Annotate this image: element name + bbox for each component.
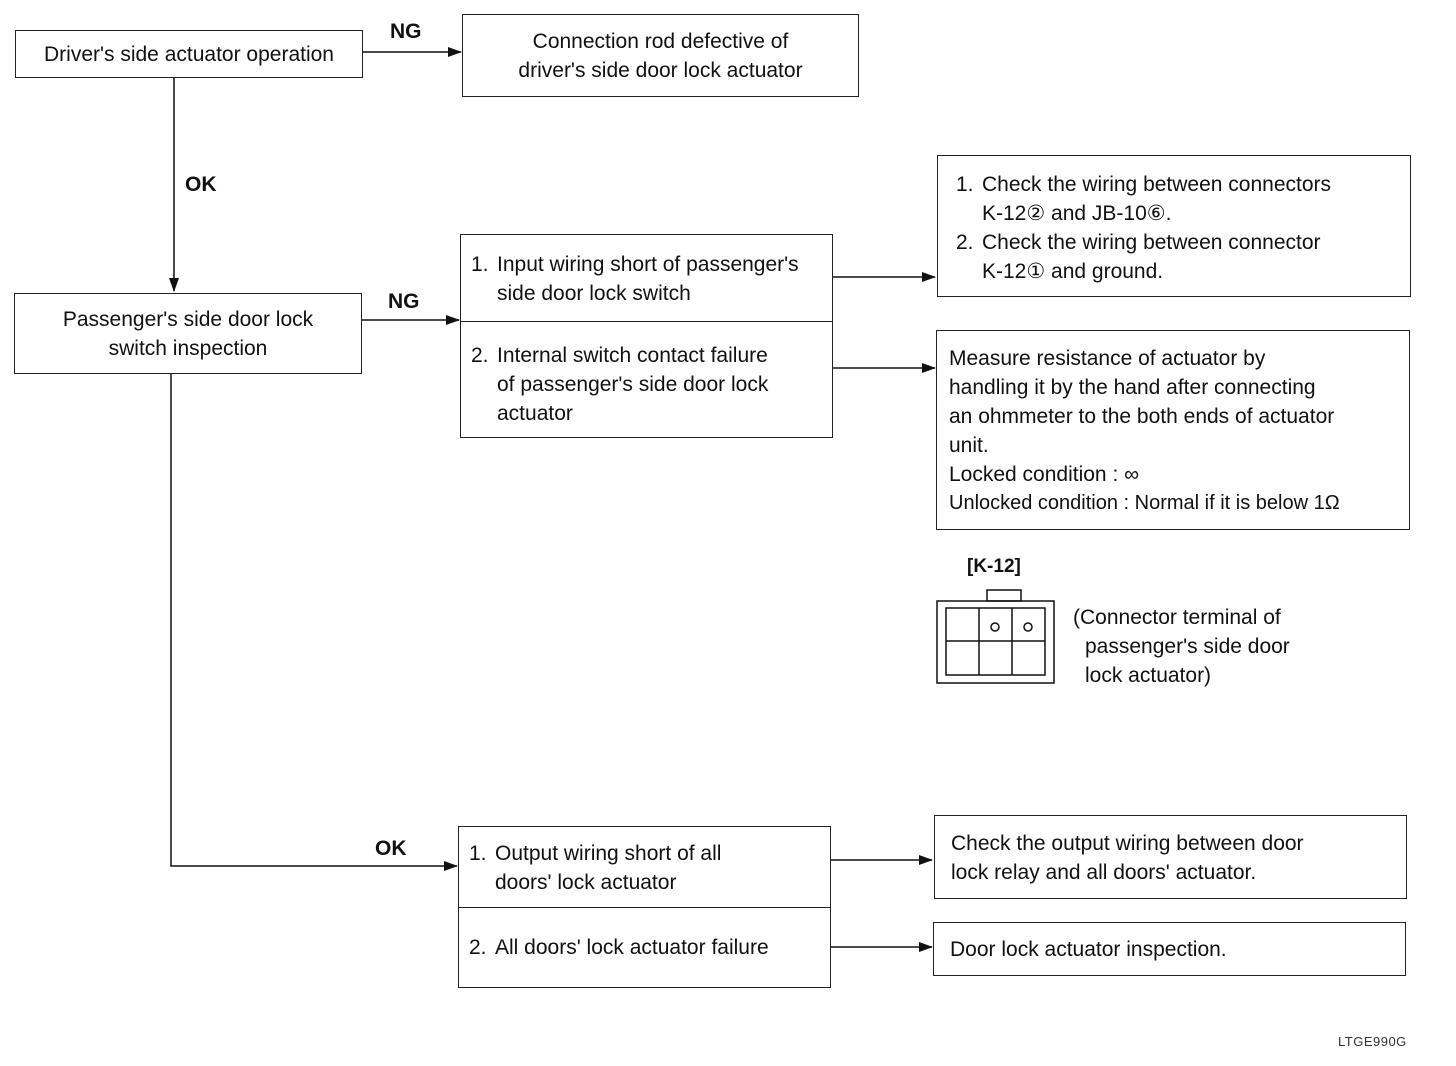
- check-wiring-item-1-number: 1.: [956, 173, 974, 196]
- measure-line-4: unit.: [949, 434, 989, 457]
- output-cause-item-1: 1. Output wiring short of all doors' loc…: [469, 839, 828, 897]
- check-wiring-box: 1. Check the wiring between connectors K…: [937, 155, 1411, 297]
- output-cause-item-2-number: 2.: [469, 936, 487, 959]
- output-cause-item-1-number: 1.: [469, 842, 487, 865]
- connector-caption-line-2: passenger's side door: [1085, 635, 1290, 658]
- passenger-causes-box: 1. Input wiring short of passenger's sid…: [460, 234, 833, 438]
- passenger-switch-line-2: switch inspection: [108, 336, 268, 360]
- cause-item-2-line-1: Internal switch contact failure: [497, 344, 768, 367]
- check-output-line-2: lock relay and all doors' actuator.: [951, 861, 1257, 884]
- ok-label-2: OK: [375, 837, 407, 860]
- connector-title: [K-12]: [967, 556, 1021, 577]
- actuator-inspection-text: Door lock actuator inspection.: [950, 937, 1227, 961]
- cause-divider: [461, 321, 832, 322]
- check-wiring-item-2-line-1: Check the wiring between connector: [982, 231, 1321, 254]
- ng-label-2: NG: [388, 290, 420, 313]
- connection-rod-box: Connection rod defective of driver's sid…: [462, 14, 859, 97]
- connector-caption: (Connector terminal of passenger's side …: [1073, 603, 1290, 690]
- cause-item-1-line-2: side door lock switch: [497, 282, 691, 305]
- output-causes-box: 1. Output wiring short of all doors' loc…: [458, 826, 831, 988]
- connector-caption-line-1: (Connector terminal of: [1073, 606, 1281, 629]
- cause-item-1: 1. Input wiring short of passenger's sid…: [471, 250, 830, 308]
- check-wiring-item-2-line-2: K-12① and ground.: [982, 260, 1164, 283]
- check-wiring-item-1-line-2: K-12② and JB-10⑥.: [982, 202, 1172, 225]
- check-wiring-item-2-number: 2.: [956, 231, 974, 254]
- arrow-passswitch-to-cause2: [170, 374, 458, 871]
- check-output-text: Check the output wiring between door loc…: [951, 829, 1304, 887]
- output-cause-item-2: 2. All doors' lock actuator failure: [469, 933, 828, 962]
- ok-label-1: OK: [185, 173, 217, 196]
- passenger-switch-line-1: Passenger's side door lock: [62, 307, 314, 331]
- cause-item-2-line-3: actuator: [497, 402, 573, 425]
- measure-line-2: handling it by the hand after connecting: [949, 376, 1316, 399]
- passenger-switch-inspection-box: Passenger's side door lock switch inspec…: [14, 293, 362, 374]
- check-wiring-item-1-line-1: Check the wiring between connectors: [982, 173, 1332, 196]
- check-output-wiring-box: Check the output wiring between door loc…: [934, 815, 1407, 899]
- cause-item-1-line-1: Input wiring short of passenger's: [497, 253, 799, 276]
- cause-item-2-number: 2.: [471, 344, 489, 367]
- cause-item-2-line-2: of passenger's side door lock: [497, 373, 769, 396]
- measure-resistance-box: Measure resistance of actuator by handli…: [936, 330, 1410, 530]
- measure-line-5: Locked condition : ∞: [949, 463, 1140, 486]
- driver-actuator-operation-box: Driver's side actuator operation: [15, 30, 363, 78]
- cause-item-2: 2. Internal switch contact failure of pa…: [471, 341, 830, 428]
- check-wiring-list: 1. Check the wiring between connectors K…: [956, 170, 1406, 286]
- driver-actuator-operation-text: Driver's side actuator operation: [44, 42, 334, 66]
- measure-text: Measure resistance of actuator by handli…: [949, 344, 1405, 518]
- measure-line-6: Unlocked condition : Normal if it is bel…: [949, 492, 1340, 514]
- output-cause-item-1-line-2: doors' lock actuator: [495, 871, 677, 894]
- ng-label-1: NG: [390, 20, 422, 43]
- output-cause-item-2-line-1: All doors' lock actuator failure: [495, 936, 769, 959]
- cause-item-1-number: 1.: [471, 253, 489, 276]
- output-cause-item-1-line-1: Output wiring short of all: [495, 842, 722, 865]
- figure-code: LTGE990G: [1338, 1034, 1407, 1049]
- connection-rod-line-1: Connection rod defective of: [532, 29, 789, 53]
- check-output-line-1: Check the output wiring between door: [951, 832, 1304, 855]
- actuator-inspection-box: Door lock actuator inspection.: [933, 922, 1406, 976]
- output-cause-divider: [459, 907, 830, 908]
- connection-rod-line-2: driver's side door lock actuator: [518, 58, 803, 82]
- connector-caption-line-3: lock actuator): [1085, 664, 1212, 687]
- measure-line-1: Measure resistance of actuator by: [949, 347, 1266, 370]
- connector-k12-icon: [936, 589, 1055, 684]
- measure-line-3: an ohmmeter to the both ends of actuator: [949, 405, 1335, 428]
